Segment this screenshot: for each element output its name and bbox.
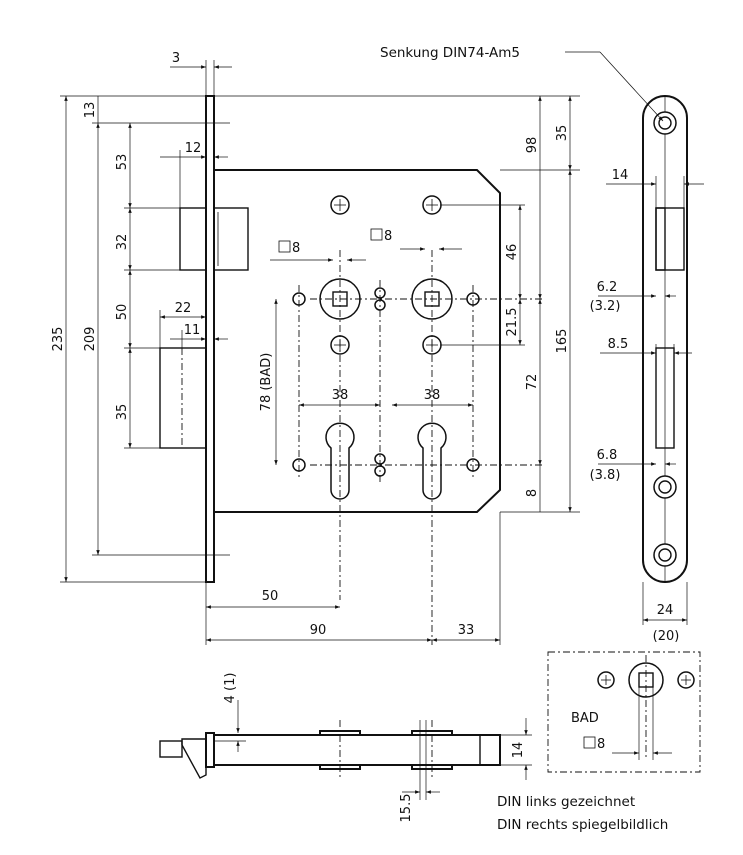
dim-50-vertical: 50 — [115, 304, 130, 321]
dim-22: 22 — [175, 301, 192, 316]
dim-4-1: 4 (1) — [223, 673, 238, 704]
countersink-note: Senkung DIN74-Am5 — [380, 45, 520, 61]
dim-3-8-paren: (3.8) — [590, 468, 621, 483]
top-view-dimensions: 4 (1) 15.5 14 — [214, 673, 532, 823]
drawing-notes: DIN links gezeichnet DIN rechts spiegelb… — [497, 794, 668, 833]
dim-32: 32 — [115, 234, 130, 251]
top-view — [159, 720, 501, 780]
dim-78-bad: 78 (BAD) — [259, 353, 274, 412]
dim-3-2-paren: (3.2) — [590, 299, 621, 314]
front-view — [159, 95, 545, 645]
bad-label: BAD — [571, 711, 599, 726]
faceplate — [205, 95, 215, 583]
dim-24: 24 — [657, 603, 674, 618]
dim-8: 8 — [525, 489, 540, 497]
dim-50-horizontal: 50 — [262, 589, 279, 604]
dim-53: 53 — [115, 154, 130, 171]
dim-90: 90 — [310, 623, 327, 638]
dim-20-paren: (20) — [653, 629, 680, 644]
dim-15-5: 15.5 — [399, 794, 414, 823]
lock-case — [214, 169, 501, 513]
countersunk-hole — [653, 475, 677, 499]
dim-13: 13 — [83, 102, 98, 119]
dim-33: 33 — [458, 623, 475, 638]
dim-35-left: 35 — [115, 404, 130, 421]
dim-square-8-left: 8 — [292, 241, 300, 256]
front-dimensions: 235 209 13 53 32 50 35 3 12 22 1 — [51, 51, 580, 645]
dim-235: 235 — [51, 327, 66, 352]
dim-8-5: 8.5 — [608, 337, 629, 352]
dim-11: 11 — [184, 323, 201, 338]
screw-hole — [677, 671, 695, 689]
dim-38-right: 38 — [424, 388, 441, 403]
screw-hole — [330, 195, 350, 215]
dim-square-8-right: 8 — [384, 229, 392, 244]
bad-detail: BAD 8 — [547, 651, 701, 773]
dim-72: 72 — [525, 374, 540, 391]
dim-35-right: 35 — [555, 125, 570, 142]
dim-square-8-bad: 8 — [597, 737, 605, 752]
dim-209: 209 — [83, 327, 98, 352]
dim-38-left: 38 — [332, 388, 349, 403]
dim-98: 98 — [525, 137, 540, 154]
dim-6-2: 6.2 — [597, 280, 618, 295]
dim-21-5: 21.5 — [505, 308, 520, 337]
faceplate-view — [642, 95, 688, 583]
dim-6-8: 6.8 — [597, 448, 618, 463]
screw-hole — [597, 671, 615, 689]
note-din-left: DIN links gezeichnet — [497, 794, 635, 810]
dim-14-faceplate: 14 — [612, 168, 629, 183]
dim-3: 3 — [172, 51, 180, 66]
latch-bolt-inner — [213, 207, 249, 271]
note-din-right: DIN rechts spiegelbildlich — [497, 817, 668, 833]
latch-bolt — [179, 207, 207, 271]
dim-14-top: 14 — [511, 742, 526, 759]
dead-bolt — [159, 347, 207, 449]
countersunk-hole — [653, 111, 677, 135]
dim-12: 12 — [185, 141, 202, 156]
lock-case-top — [213, 734, 501, 766]
dim-46: 46 — [505, 244, 520, 261]
countersunk-hole — [653, 543, 677, 567]
dim-165: 165 — [555, 329, 570, 354]
screw-hole — [422, 195, 442, 215]
bad-detail-frame — [547, 651, 701, 773]
faceplate-dimensions: Senkung DIN74-Am5 14 6.2 (3.2) 8.5 6.8 (… — [380, 45, 704, 644]
